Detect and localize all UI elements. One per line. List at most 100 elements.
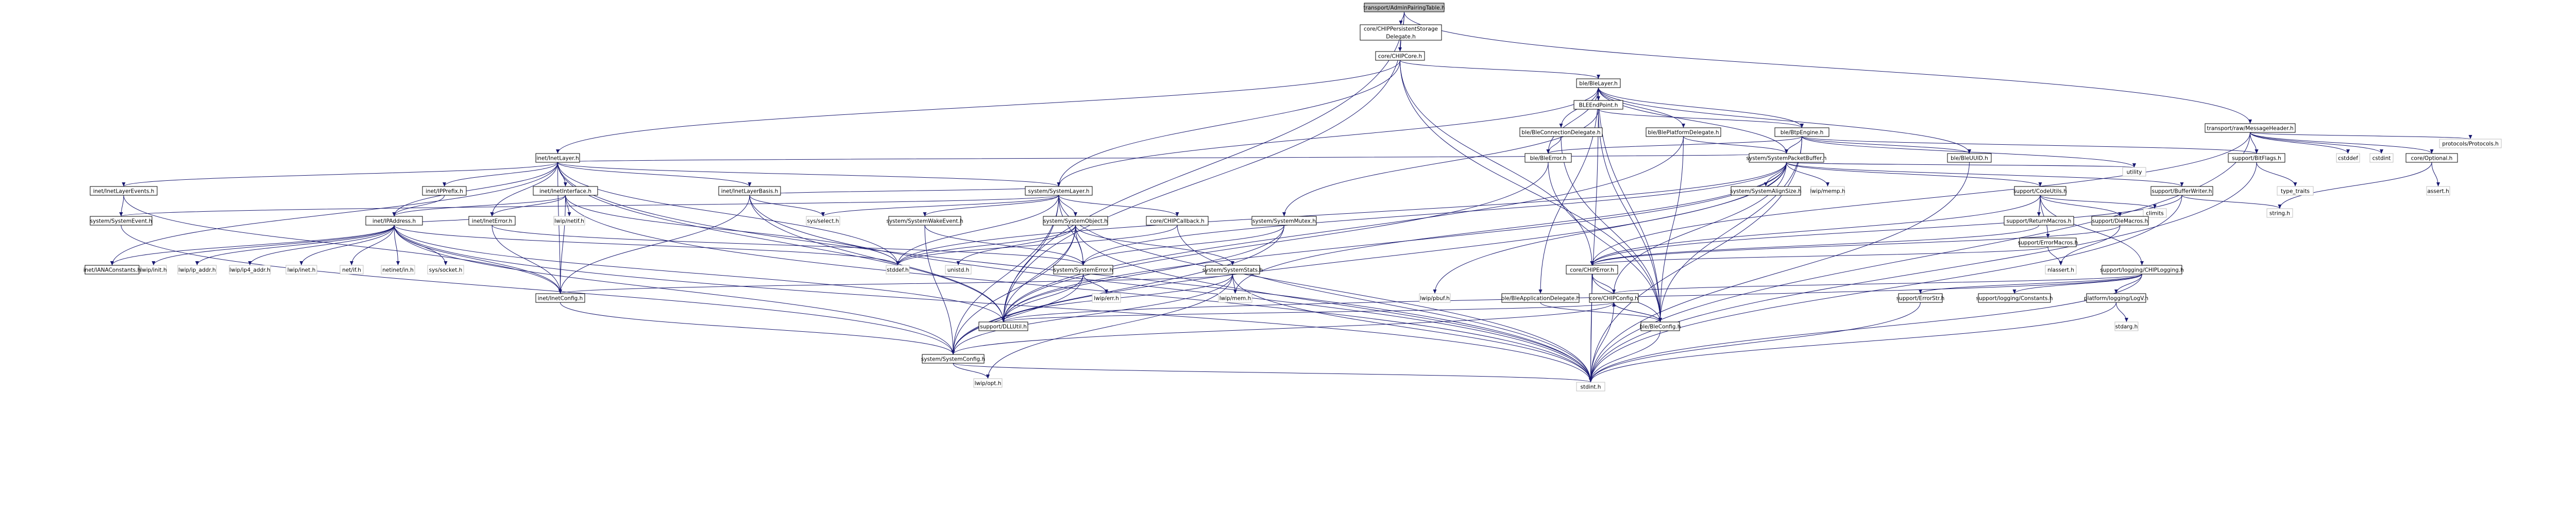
node-n37[interactable]: inet/InetError.h: [468, 216, 516, 226]
dependency-edge: [560, 195, 750, 294]
edge-arrowhead: [1081, 261, 1085, 265]
node-label: climits: [2146, 211, 2163, 217]
node-box: [1053, 265, 1113, 275]
node-n67[interactable]: platform/logging/LogV.h: [2084, 293, 2148, 303]
node-n35[interactable]: system/SystemEvent.h: [90, 216, 152, 226]
dependency-edge: [1786, 162, 2182, 187]
edge-arrowhead: [2153, 205, 2157, 209]
node-label: inet/IPPrefix.h: [426, 189, 463, 195]
node-n3[interactable]: transport/raw/MessageHeader.h: [2205, 123, 2296, 133]
dependency-edge: [394, 225, 954, 355]
node-label: inet/InetLayerEvents.h: [93, 189, 155, 195]
node-label: stdarg.h: [2115, 324, 2138, 330]
node-n36[interactable]: inet/IPAddress.h: [365, 216, 423, 226]
node-n28[interactable]: inet/InetLayerBasis.h: [718, 186, 781, 196]
dependency-edge: [1590, 302, 1614, 383]
dependency-edge: [1083, 162, 1787, 266]
node-n30[interactable]: system/SystemAlignSize.h: [1730, 186, 1802, 196]
dependency-edge: [1590, 162, 2257, 383]
node-n13[interactable]: support/BitFlags.h: [2228, 153, 2285, 163]
dependency-edge: [394, 162, 558, 217]
node-n41[interactable]: system/SystemObject.h: [1043, 216, 1108, 226]
node-n64[interactable]: core/CHIPConfig.h: [1589, 293, 1639, 303]
node-n8[interactable]: ble/BlePlatformDelegate.h: [1646, 127, 1721, 137]
dependency-edge: [1802, 136, 1970, 154]
dependency-edge: [2040, 195, 2155, 209]
node-box: [2091, 216, 2149, 226]
node-box: [1810, 186, 1845, 196]
node-n40[interactable]: system/SystemWakeEvent.h: [886, 216, 963, 226]
node-box: [2266, 208, 2293, 218]
node-n44[interactable]: core/CHIPError.h: [1566, 265, 1618, 275]
node-n56[interactable]: system/SystemError.h: [1053, 265, 1113, 275]
node-n14[interactable]: support/BufferWriter.h: [2150, 186, 2213, 196]
node-n6[interactable]: BLEEndPoint.h: [1573, 100, 1623, 110]
node-label: ble/BleConnectionDelegate.h: [1521, 130, 1600, 136]
dependency-edge: [924, 195, 1059, 217]
dependency-edge: [557, 153, 1787, 163]
node-label: system/SystemPacketBuffer.h: [1747, 156, 1827, 162]
dependency-edge: [112, 225, 395, 266]
edge-arrowhead: [1589, 378, 1592, 382]
node-n58[interactable]: support/logging/CHIPLogging.h: [2100, 265, 2184, 275]
node-n31: lwip/memp.h: [1810, 186, 1845, 196]
dependency-edge: [1235, 162, 1787, 294]
node-n27[interactable]: inet/InetInterface.h: [533, 186, 598, 196]
node-n2[interactable]: core/CHIPCore.h: [1375, 51, 1425, 61]
dependency-edge: [1614, 162, 1787, 294]
node-n45: nlassert.h: [2045, 265, 2077, 275]
node-n25[interactable]: inet/InetLayerEvents.h: [90, 186, 158, 196]
dependency-edge: [1400, 60, 1660, 322]
node-box: [90, 186, 158, 196]
dependency-edge: [1284, 109, 1599, 217]
dependency-edge: [1591, 246, 2048, 266]
node-n4[interactable]: inet/InetLayer.h: [535, 153, 580, 163]
node-n9[interactable]: ble/BtpEngine.h: [1774, 127, 1829, 137]
node-n29[interactable]: system/SystemLayer.h: [1025, 186, 1093, 196]
node-n43[interactable]: system/SystemMutex.h: [1251, 216, 1317, 226]
edge-arrowhead: [1233, 290, 1237, 294]
node-n62: lwip/pbuf.h: [1419, 293, 1451, 303]
node-n34[interactable]: support/DieMacros.h: [2091, 216, 2149, 226]
node-n10[interactable]: ble/BleError.h: [1524, 153, 1572, 163]
dependency-edge: [1786, 162, 1828, 187]
node-n68[interactable]: support/DLLUtil.h: [978, 321, 1028, 331]
node-n33[interactable]: support/ErrorMacros.h: [2018, 237, 2078, 247]
node-n69[interactable]: ble/BleConfig.h: [1640, 321, 1681, 331]
node-n7[interactable]: ble/BleConnectionDelegate.h: [1519, 127, 1603, 137]
node-box: [2086, 293, 2146, 303]
dependency-edge: [1598, 87, 1684, 128]
node-n71[interactable]: system/SystemConfig.h: [921, 354, 985, 364]
node-n26[interactable]: inet/IPPrefix.h: [422, 186, 467, 196]
node-n5[interactable]: ble/BleLayer.h: [1576, 78, 1621, 88]
dependency-edge: [1083, 225, 1284, 266]
node-n63[interactable]: ble/BleApplicationDelegate.h: [1501, 293, 1580, 303]
node-n32[interactable]: support/ReturnMacros.h: [2004, 216, 2074, 226]
node-n65[interactable]: support/ErrorStr.h: [1896, 293, 1945, 303]
node-label: protocols/Protocols.h: [2442, 141, 2499, 147]
dependency-edge: [1598, 87, 1802, 128]
node-box: [1501, 293, 1580, 303]
node-n66[interactable]: support/logging/Constants.h: [1976, 293, 2053, 303]
node-label: inet/InetLayerBasis.h: [721, 189, 778, 195]
node-n57[interactable]: system/SystemStats.h: [1202, 265, 1263, 275]
node-n16[interactable]: core/Optional.h: [2405, 153, 2458, 163]
node-n42[interactable]: core/CHIPCallback.h: [1146, 216, 1209, 226]
node-n15[interactable]: support/CodeUtils.h: [2013, 186, 2067, 196]
edge-arrowhead: [923, 212, 927, 216]
edge-arrowhead: [1590, 261, 1594, 265]
node-box: [2405, 153, 2458, 163]
node-label: lwip/opt.h: [975, 381, 1002, 387]
node-n11[interactable]: ble/BleUUID.h: [1947, 153, 1992, 163]
node-label: lwip/err.h: [1094, 296, 1119, 302]
node-n12[interactable]: system/SystemPacketBuffer.h: [1747, 153, 1827, 163]
node-n59[interactable]: inet/InetConfig.h: [535, 293, 585, 303]
dependency-edge: [2250, 132, 2382, 154]
dependency-edge: [1548, 87, 1599, 154]
node-n46[interactable]: inet/IANAConstants.h: [83, 265, 141, 275]
dependency-edge: [1591, 225, 2039, 266]
node-label: ble/BleUUID.h: [1951, 156, 1988, 162]
edge-arrowhead: [1785, 149, 1788, 154]
node-label: cstdint: [2372, 156, 2391, 162]
